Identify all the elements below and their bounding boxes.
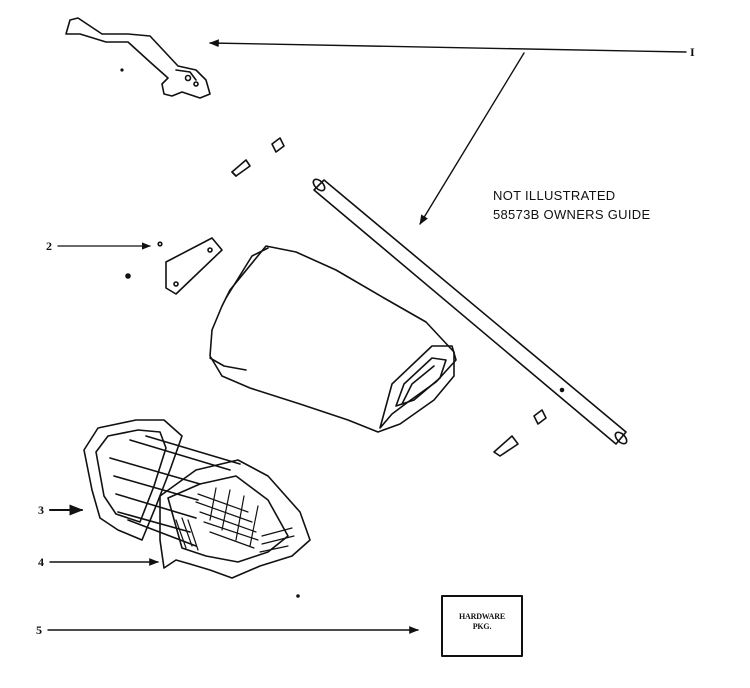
hardware-package-label: HARDWARE PKG. <box>444 612 520 632</box>
speck <box>120 68 124 72</box>
hardware-line-2: PKG. <box>472 622 492 631</box>
callout-label-4: 4 <box>38 555 44 569</box>
not-illustrated-note: NOT ILLUSTRATED 58573B OWNERS GUIDE <box>493 186 650 224</box>
grass-cover <box>159 459 311 579</box>
fastener-bolt-upper <box>231 159 251 177</box>
grass-bag <box>209 245 457 433</box>
grass-catcher-frame <box>83 419 241 547</box>
callout-label-2: 2 <box>46 239 52 253</box>
fastener-bolt-lower <box>493 435 519 457</box>
hardware-line-1: HARDWARE <box>459 612 505 621</box>
washer-dot <box>125 273 131 279</box>
fastener-nut-lower <box>533 409 547 425</box>
callout-label-5: 5 <box>36 623 42 637</box>
screw-dot <box>157 241 163 247</box>
speck <box>296 594 300 598</box>
callout-label-3: 3 <box>38 503 44 517</box>
leader-lines-part-1 <box>209 39 687 225</box>
note-line-2: 58573B OWNERS GUIDE <box>493 207 651 222</box>
fastener-nut-upper <box>271 137 285 153</box>
callout-label-1: I <box>690 45 695 59</box>
mounting-plate <box>165 237 223 295</box>
support-rod <box>312 178 628 445</box>
note-line-1: NOT ILLUSTRATED <box>493 188 616 203</box>
handle-bracket <box>65 17 211 99</box>
hardware-package-box <box>441 595 523 657</box>
